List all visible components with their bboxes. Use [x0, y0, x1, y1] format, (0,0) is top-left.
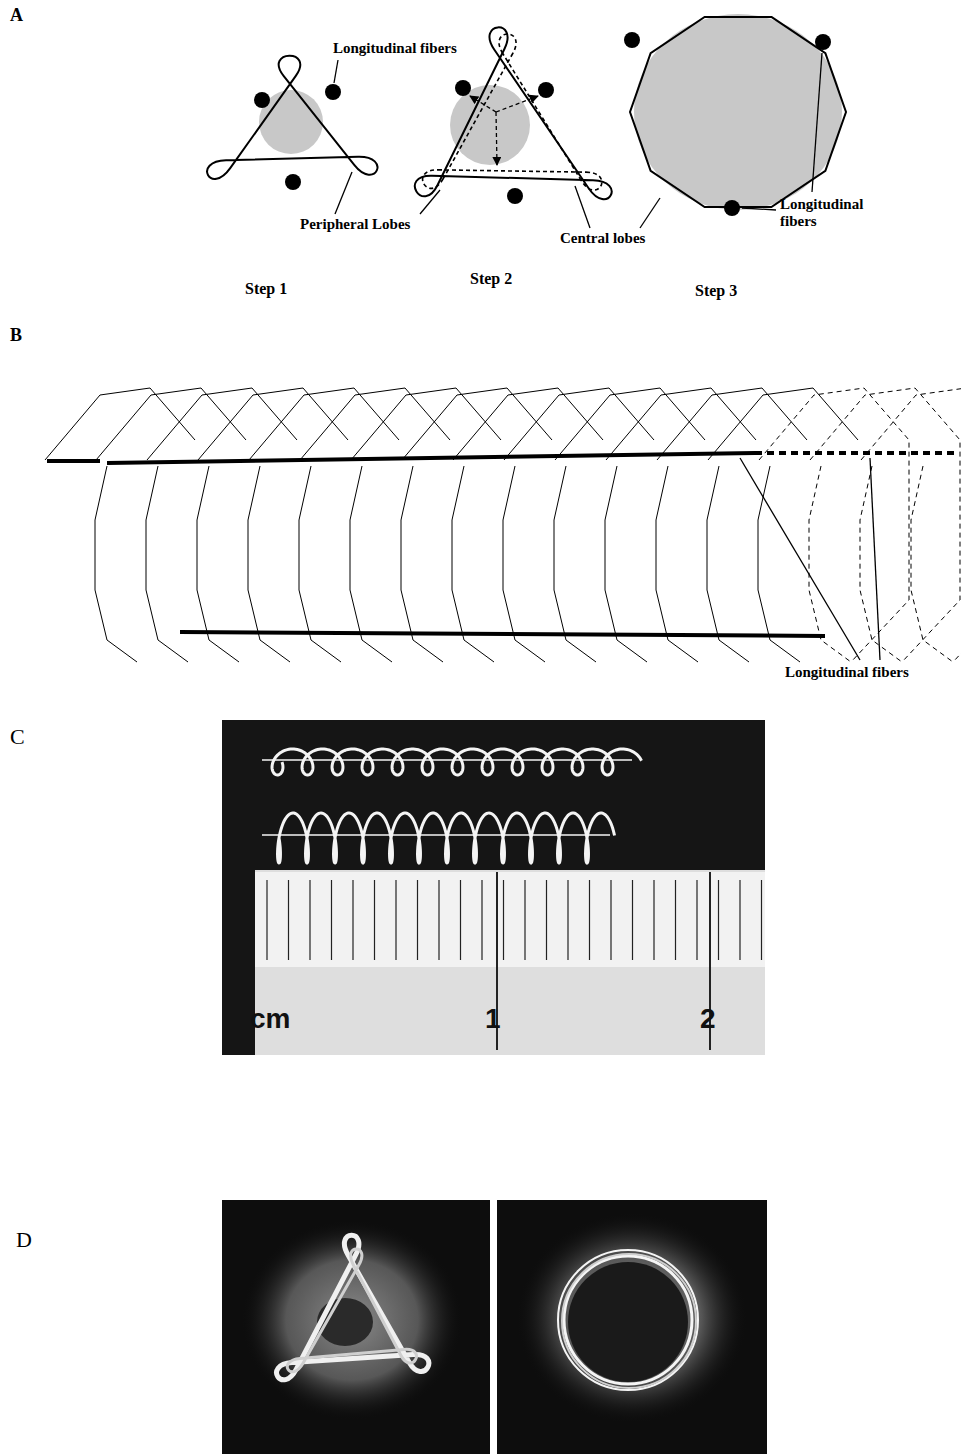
- leader-lines: [740, 458, 880, 660]
- ruler-tick: [718, 880, 719, 960]
- ruler-tick: [610, 880, 611, 960]
- ruler-tick: [460, 880, 461, 960]
- ruler-tick: [288, 880, 289, 960]
- part-label: Central lobes: [560, 230, 645, 247]
- coil-stent: [278, 813, 615, 863]
- fiber-ring: [861, 388, 961, 662]
- ruler-tick: [739, 880, 740, 960]
- fiber-ring: [249, 388, 399, 460]
- fiber-ring: [630, 17, 846, 207]
- ruler-tick: [761, 880, 762, 960]
- fiber-ring: [657, 388, 807, 460]
- fiber-ring: [606, 388, 756, 460]
- ruler-tick: [266, 880, 267, 960]
- panel-letter: B: [10, 326, 22, 346]
- dashed-arrows: [470, 96, 538, 165]
- ruler-tick: [417, 880, 418, 960]
- fiber-ring: [300, 388, 450, 460]
- fiber-ring: [707, 466, 749, 662]
- coil-stent: [272, 749, 641, 775]
- fiber-ring: [656, 466, 698, 662]
- panel-letter: A: [10, 6, 23, 26]
- ruler-tick: [653, 880, 654, 960]
- step-label: Step 3: [695, 282, 737, 300]
- longitudinal-fiber: [755, 451, 955, 455]
- ruler-tick: [675, 880, 676, 960]
- ruler-tick: [567, 880, 568, 960]
- panel-d-photo: [222, 1200, 767, 1454]
- fiber-ring: [402, 388, 552, 460]
- fiber-ring: [708, 388, 858, 460]
- ruler-tick: [632, 880, 633, 960]
- part-label: Longitudinal fibers: [333, 40, 457, 57]
- panel-a-schematic: [207, 14, 846, 228]
- fiber-ring: [45, 388, 195, 460]
- ruler-tick: [438, 880, 439, 960]
- ruler-tick: [309, 880, 310, 960]
- fiber-ring: [809, 466, 851, 662]
- fiber-loop: [423, 34, 602, 190]
- panel-letter: C: [10, 725, 25, 749]
- ruler-tick: [395, 880, 396, 960]
- ruler-tick: [331, 880, 332, 960]
- fiber-ring: [605, 466, 647, 662]
- longitudinal-fiber: [180, 632, 825, 636]
- ruler-tick: [352, 880, 353, 960]
- fiber-ring: [351, 388, 501, 460]
- fiber-ring: [95, 466, 137, 662]
- ruler-tick: [503, 880, 504, 960]
- part-label: Longitudinal fibers: [785, 664, 909, 681]
- ruler-tick: [589, 880, 590, 960]
- panel-b-schematic: [45, 388, 961, 662]
- ruler-number: 1: [485, 1004, 501, 1035]
- ruler-tick: [696, 880, 697, 960]
- fiber-ring: [453, 388, 603, 460]
- step-label: Step 2: [470, 270, 512, 288]
- fiber-ring: [555, 388, 705, 460]
- fiber-loop: [277, 1235, 429, 1380]
- lumen-disc: [450, 85, 530, 165]
- ruler-unit: cm: [250, 1004, 290, 1035]
- fiber-ring: [860, 466, 902, 662]
- longitudinal-fiber: [107, 453, 755, 463]
- fiber-loop: [287, 1249, 416, 1372]
- step-label: Step 1: [245, 280, 287, 298]
- ruler-number: 2: [700, 1004, 716, 1035]
- part-label: Longitudinal fibers: [780, 196, 880, 229]
- fiber-ring: [96, 388, 246, 460]
- coil-fiber: [262, 759, 632, 761]
- leader-lines: [334, 53, 822, 228]
- ruler-tick: [546, 880, 547, 960]
- fiber-loop: [207, 56, 377, 179]
- panel-c-photo: [222, 720, 765, 1055]
- fiber-ring: [147, 388, 297, 460]
- fiber-ring: [911, 466, 953, 662]
- longitudinal-fiber: [47, 459, 100, 463]
- fiber-ring: [810, 388, 960, 662]
- fiber-ring: [504, 388, 654, 460]
- fiber-ring: [758, 466, 800, 662]
- ruler-tick: [374, 880, 375, 960]
- panel-letter: D: [16, 1228, 32, 1252]
- coil-fiber: [262, 834, 610, 836]
- part-label: Peripheral Lobes: [300, 216, 410, 233]
- ruler-tick: [481, 880, 482, 960]
- ruler-tick: [524, 880, 525, 960]
- fiber-ring: [198, 388, 348, 460]
- fiber-dots: [254, 32, 831, 216]
